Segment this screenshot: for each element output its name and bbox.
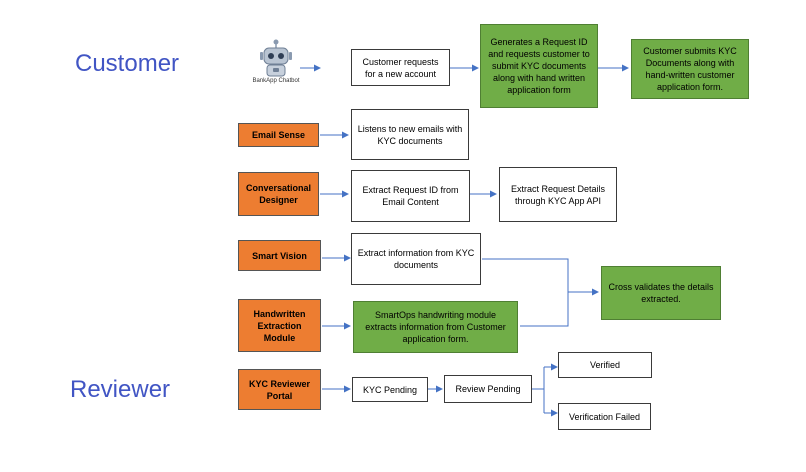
node-verified: Verified	[558, 352, 652, 378]
lane-customer: Customer	[75, 50, 180, 77]
node-kyc-pending: KYC Pending	[352, 377, 428, 402]
node-customer-request: Customer requests for a new account	[351, 49, 450, 86]
node-customer-submits: Customer submits KYC Documents along wit…	[631, 39, 749, 99]
node-smartops-module: SmartOps handwriting module extracts inf…	[353, 301, 518, 353]
node-review-pending: Review Pending	[444, 375, 532, 403]
node-smart-vision: Smart Vision	[238, 240, 321, 271]
robot-icon	[260, 39, 292, 77]
chatbot-label: BankApp Chatbot	[252, 78, 300, 84]
node-kyc-reviewer-portal: KYC Reviewer Portal	[238, 369, 321, 410]
node-email-sense: Email Sense	[238, 123, 319, 147]
node-conversational-designer: Conversational Designer	[238, 172, 319, 216]
node-extract-info-kyc: Extract information from KYC documents	[351, 233, 481, 285]
node-listens-emails: Listens to new emails with KYC documents	[351, 109, 469, 160]
node-verification-failed: Verification Failed	[558, 403, 651, 430]
node-extract-request-details: Extract Request Details through KYC App …	[499, 167, 617, 222]
node-extract-request-id: Extract Request ID from Email Content	[351, 170, 470, 222]
node-cross-validates: Cross validates the details extracted.	[601, 266, 721, 320]
node-handwritten-module: Handwritten Extraction Module	[238, 299, 321, 352]
node-generate-request: Generates a Request ID and requests cust…	[480, 24, 598, 108]
lane-reviewer: Reviewer	[70, 376, 171, 403]
